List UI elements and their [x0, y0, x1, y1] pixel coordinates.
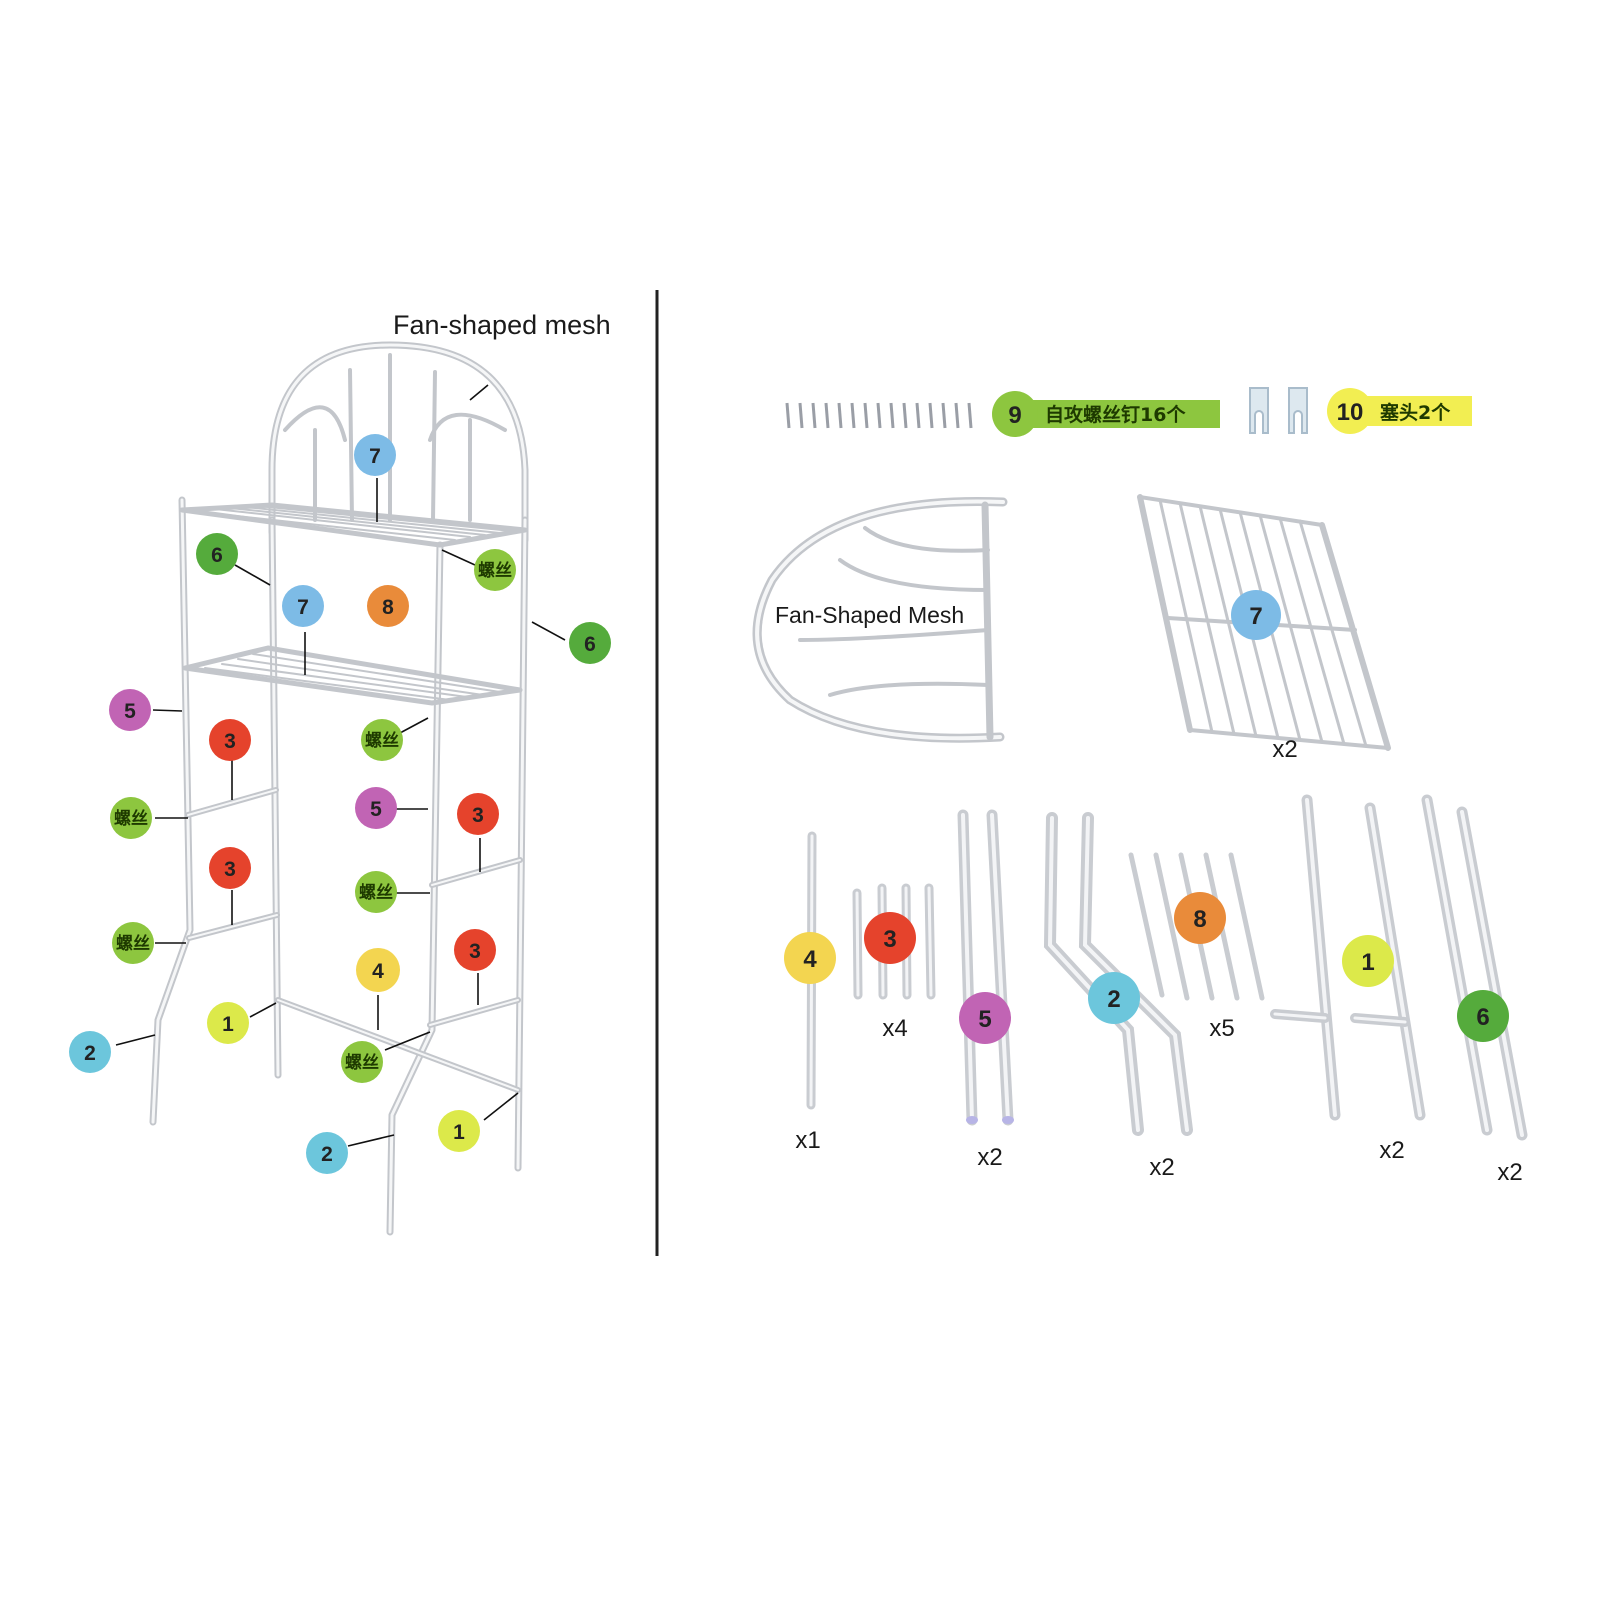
svg-text:螺丝: 螺丝	[116, 933, 150, 954]
qty-part-2: x2	[1149, 1154, 1174, 1181]
left-badges: 7 6 7 8 6 5 3 5 3 3 3 4 1 2 1 2	[69, 434, 611, 1174]
part-5-tubes	[957, 809, 1014, 1126]
svg-text:2: 2	[84, 1042, 96, 1065]
svg-text:1: 1	[1361, 949, 1374, 976]
svg-text:2: 2	[321, 1143, 333, 1166]
svg-text:4: 4	[372, 960, 384, 983]
qty-part-6: x2	[1497, 1159, 1522, 1186]
screw-badge-5: 螺丝	[112, 922, 154, 964]
svg-text:3: 3	[224, 858, 236, 881]
screw-badge-2: 螺丝	[361, 719, 403, 761]
badge-1-b: 1	[438, 1110, 480, 1152]
svg-text:螺丝: 螺丝	[359, 882, 393, 903]
svg-text:7: 7	[1249, 603, 1262, 630]
badge-7-top: 7	[354, 434, 396, 476]
badge-3-part: 3	[864, 912, 916, 964]
svg-text:自攻螺丝钉16个: 自攻螺丝钉16个	[1045, 403, 1186, 426]
part-9-label: 9 自攻螺丝钉16个	[992, 391, 1220, 437]
badge-3-c: 3	[209, 847, 251, 889]
badge-3-b: 3	[457, 793, 499, 835]
badge-7-mid: 7	[282, 585, 324, 627]
end-caps-icon	[1249, 387, 1308, 434]
badge-3-a: 3	[209, 719, 251, 761]
screw-badge-1: 螺丝	[474, 549, 516, 591]
qty-part-1: x2	[1379, 1137, 1404, 1164]
badge-4-part: 4	[784, 932, 836, 984]
svg-text:2: 2	[1107, 986, 1120, 1013]
screws-row-icon	[785, 402, 973, 429]
fan-shaped-mesh-label: Fan-shaped mesh	[393, 310, 611, 340]
svg-text:1: 1	[222, 1013, 234, 1036]
qty-part-5: x2	[977, 1144, 1002, 1171]
svg-text:螺丝: 螺丝	[345, 1052, 379, 1073]
part-1-posts	[1270, 794, 1426, 1121]
svg-text:5: 5	[370, 798, 382, 821]
screw-badge-4: 螺丝	[355, 871, 397, 913]
svg-text:3: 3	[469, 940, 481, 963]
svg-text:4: 4	[803, 946, 817, 973]
badge-2-b: 2	[306, 1132, 348, 1174]
badge-5-part: 5	[959, 992, 1011, 1044]
badge-8: 8	[367, 585, 409, 627]
screw-badge-3: 螺丝	[110, 797, 152, 839]
shelf-grid-part	[1137, 494, 1391, 751]
badge-7-part: 7	[1231, 590, 1281, 640]
svg-text:8: 8	[382, 596, 394, 619]
svg-text:7: 7	[369, 445, 381, 468]
svg-text:1: 1	[453, 1121, 465, 1144]
badge-1-a: 1	[207, 1002, 249, 1044]
svg-text:6: 6	[1476, 1004, 1489, 1031]
qty-part-3: x4	[882, 1015, 907, 1042]
svg-text:5: 5	[124, 700, 136, 723]
badge-6-part: 6	[1457, 990, 1509, 1042]
part-10-label: 10 塞头2个	[1327, 388, 1472, 434]
left-leader-arrows	[115, 384, 566, 1147]
badge-6-left: 6	[196, 533, 238, 575]
badge-1-part: 1	[1342, 935, 1394, 987]
svg-text:3: 3	[883, 926, 896, 953]
svg-text:9: 9	[1008, 402, 1021, 429]
qty-shelf: x2	[1272, 736, 1297, 763]
svg-text:10: 10	[1337, 399, 1364, 426]
screw-badge-6: 螺丝	[341, 1041, 383, 1083]
badge-3-d: 3	[454, 929, 496, 971]
qty-part-4: x1	[795, 1127, 820, 1154]
badge-5-left: 5	[109, 689, 151, 731]
svg-text:螺丝: 螺丝	[114, 808, 148, 829]
part-3-rods	[852, 883, 936, 1000]
svg-text:6: 6	[211, 544, 223, 567]
qty-part-8: x5	[1209, 1015, 1234, 1042]
svg-text:3: 3	[224, 730, 236, 753]
svg-text:5: 5	[978, 1006, 991, 1033]
badge-2-part: 2	[1088, 972, 1140, 1024]
badge-4: 4	[356, 948, 400, 992]
svg-text:螺丝: 螺丝	[478, 560, 512, 581]
svg-text:7: 7	[297, 596, 309, 619]
fan-mesh-part	[752, 496, 1008, 743]
svg-text:6: 6	[584, 633, 596, 656]
screw-badges: 螺丝 螺丝 螺丝 螺丝 螺丝 螺丝	[110, 549, 516, 1083]
svg-text:3: 3	[472, 804, 484, 827]
fan-shaped-mesh-part-label: Fan-Shaped Mesh	[775, 602, 964, 628]
part-6-tubes	[1421, 794, 1528, 1141]
svg-text:塞头2个: 塞头2个	[1380, 401, 1451, 424]
badge-2-a: 2	[69, 1031, 111, 1073]
svg-text:8: 8	[1193, 906, 1206, 933]
assembled-rack-drawing	[149, 341, 529, 1236]
svg-text:螺丝: 螺丝	[365, 730, 399, 751]
badge-8-part: 8	[1174, 892, 1226, 944]
badge-5-mid: 5	[355, 787, 397, 829]
badge-6-right: 6	[569, 622, 611, 664]
